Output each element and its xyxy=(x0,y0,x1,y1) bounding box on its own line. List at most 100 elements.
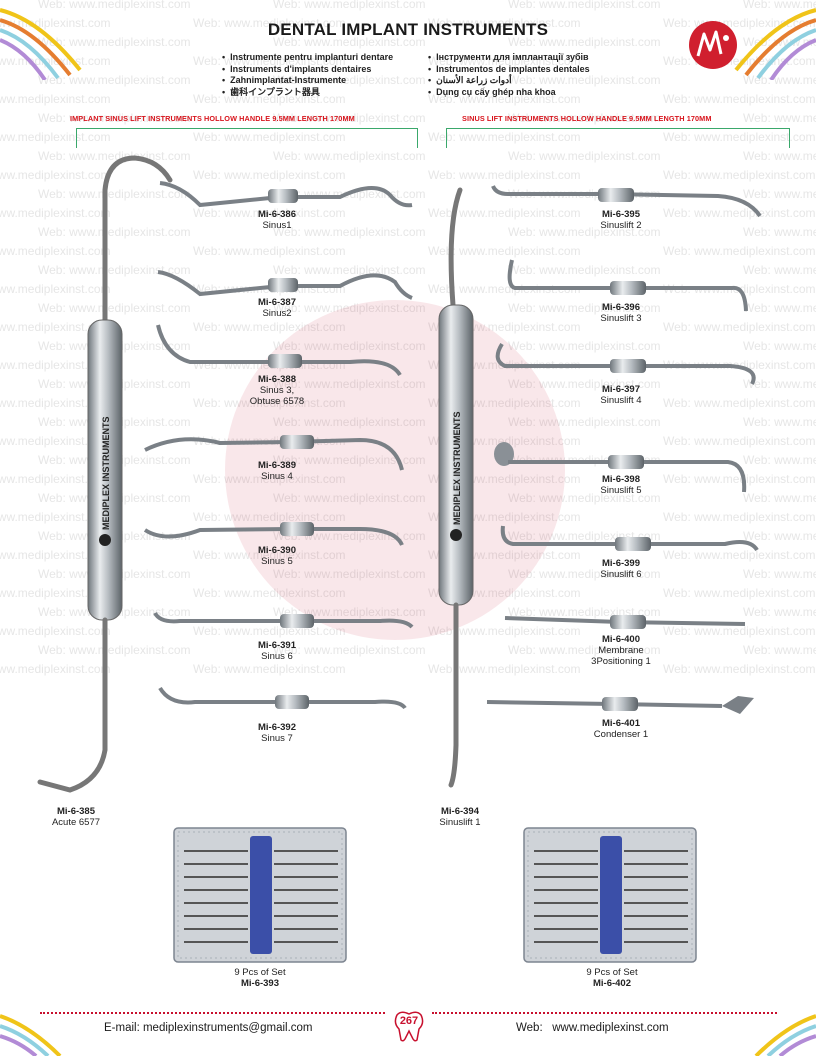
product-label-mi-6-389: Mi-6-389 Sinus 4 xyxy=(232,460,322,482)
watermark-text: Web: www.mediplexinst.com xyxy=(193,130,346,144)
watermark-text: Web: www.mediplexinst.com xyxy=(273,263,426,277)
footer-web-link[interactable]: www.mediplexinst.com xyxy=(552,1022,669,1034)
watermark-text: Web: www.mediplexinst.com xyxy=(0,434,111,448)
instrument-set-tray-mi-6-393 xyxy=(173,827,347,963)
watermark-text: Web: www.mediplexinst.com xyxy=(0,130,111,144)
product-code: Mi-6-390 xyxy=(257,545,296,556)
language-item: Zahnimplantat-Instrumente xyxy=(222,75,393,87)
watermark-text: Web: www.mediplexinst.com xyxy=(0,472,111,486)
language-item: Instruments d'implants dentaires xyxy=(222,64,393,76)
watermark-text: Web: www.mediplexinst.com xyxy=(743,339,816,353)
product-name: Sinus 7 xyxy=(261,733,293,744)
watermark-text: Web: www.mediplexinst.com xyxy=(663,472,816,486)
watermark-text: Web: www.mediplexinst.com xyxy=(193,662,346,676)
watermark-text: Web: www.mediplexinst.com xyxy=(663,244,816,258)
watermark-text: Web: www.mediplexinst.com xyxy=(663,358,816,372)
language-item: 歯科インプラント器具 xyxy=(222,87,393,99)
product-name: Sinus1 xyxy=(262,220,292,231)
watermark-text: Web: www.mediplexinst.com xyxy=(428,244,581,258)
watermark-text: Web: www.mediplexinst.com xyxy=(663,206,816,220)
watermark-text: Web: www.mediplexinst.com xyxy=(38,111,191,125)
watermark-text: Web: www.mediplexinst.com xyxy=(508,225,661,239)
watermark-text: Web: www.mediplexinst.com xyxy=(743,225,816,239)
watermark-text: Web: www.mediplexinst.com xyxy=(273,567,426,581)
watermark-text: Web: www.mediplexinst.com xyxy=(743,377,816,391)
product-label-mi-6-388: Mi-6-388 Sinus 3, Obtuse 6578 xyxy=(226,374,328,407)
watermark-text: Web: www.mediplexinst.com xyxy=(663,320,816,334)
corner-swoosh-top-right xyxy=(734,8,816,80)
watermark-text: Web: www.mediplexinst.com xyxy=(38,187,191,201)
footer-divider-right xyxy=(432,1012,777,1014)
handle-brand-text: MEDIPLEX INSTRUMENTS xyxy=(452,411,462,525)
watermark-text: Web: www.mediplexinst.com xyxy=(663,548,816,562)
watermark-text: Web: www.mediplexinst.com xyxy=(508,415,661,429)
product-name: Sinus 4 xyxy=(261,471,293,482)
watermark-text: Web: www.mediplexinst.com xyxy=(663,624,816,638)
product-label-mi-6-394: Mi-6-394 Sinuslift 1 xyxy=(420,806,500,828)
watermark-text: Web: www.mediplexinst.com xyxy=(663,130,816,144)
instrument-image-mi-6-391 xyxy=(153,611,414,629)
product-name: Condenser 1 xyxy=(593,729,649,740)
watermark-text: Web: www.mediplexinst.com xyxy=(273,301,426,315)
product-code: Mi-6-392 xyxy=(257,722,296,733)
section-title-left: IMPLANT SINUS LIFT INSTRUMENTS HOLLOW HA… xyxy=(70,114,355,123)
product-code: Mi-6-397 xyxy=(601,384,640,395)
product-label-mi-6-398: Mi-6-398 Sinuslift 5 xyxy=(576,474,666,496)
watermark-text: Web: www.mediplexinst.com xyxy=(0,510,111,524)
watermark-text: Web: www.mediplexinst.com xyxy=(193,548,346,562)
watermark-text: Web: www.mediplexinst.com xyxy=(38,149,191,163)
page-title: DENTAL IMPLANT INSTRUMENTS xyxy=(267,20,549,39)
watermark-text: Web: www.mediplexinst.com xyxy=(0,206,111,220)
watermark-text: Web: www.mediplexinst.com xyxy=(193,206,346,220)
watermark-text: Web: www.mediplexinst.com xyxy=(743,491,816,505)
watermark-text: Web: www.mediplexinst.com xyxy=(663,434,816,448)
watermark-text: Web: www.mediplexinst.com xyxy=(38,263,191,277)
corner-swoosh-bottom-left xyxy=(0,1014,62,1056)
watermark-text: Web: www.mediplexinst.com xyxy=(273,643,426,657)
product-name: Sinus 5 xyxy=(261,556,293,567)
product-code: Mi-6-399 xyxy=(601,558,640,569)
watermark-text: Web: www.mediplexinst.com xyxy=(38,225,191,239)
watermark-text: Web: www.mediplexinst.com xyxy=(508,567,661,581)
footer-web-label: Web: xyxy=(516,1022,543,1034)
instrument-image-mi-6-397 xyxy=(495,342,756,385)
product-label-mi-6-385: Mi-6-385 Acute 6577 xyxy=(36,806,116,828)
product-code: Mi-6-388 xyxy=(257,374,296,385)
product-label-mi-6-399: Mi-6-399 Sinuslift 6 xyxy=(576,558,666,580)
watermark-text: Web: www.mediplexinst.com xyxy=(273,35,426,49)
product-label-mi-6-391: Mi-6-391 Sinus 6 xyxy=(232,640,322,662)
watermark-text: Web: www.mediplexinst.com xyxy=(193,586,346,600)
instrument-image-mi-6-394: MEDIPLEX INSTRUMENTS xyxy=(438,187,474,788)
product-code: Mi-6-391 xyxy=(257,640,296,651)
product-label-mi-6-390: Mi-6-390 Sinus 5 xyxy=(232,545,322,567)
watermark-text: Web: www.mediplexinst.com xyxy=(508,339,661,353)
watermark-text: Web: www.mediplexinst.com xyxy=(0,282,111,296)
watermark-text: Web: www.mediplexinst.com xyxy=(0,396,111,410)
watermark-text: Web: www.mediplexinst.com xyxy=(273,225,426,239)
watermark-text: Web: www.mediplexinst.com xyxy=(273,377,426,391)
product-name: Sinuslift 4 xyxy=(600,395,642,406)
product-code: Mi-6-389 xyxy=(257,460,296,471)
product-name: Sinuslift 3 xyxy=(600,313,642,324)
product-name: Sinuslift 2 xyxy=(600,220,642,231)
product-label-mi-6-402: 9 Pcs of Set Mi-6-402 xyxy=(562,967,662,989)
watermark-text: Web: www.mediplexinst.com xyxy=(743,605,816,619)
product-name: Sinus 3, xyxy=(259,385,295,396)
watermark-text: Web: www.mediplexinst.com xyxy=(38,301,191,315)
footer-email: E-mail: mediplexinstruments@gmail.com xyxy=(104,1022,313,1034)
instrument-image-mi-6-385: MEDIPLEX INSTRUMENTS xyxy=(37,155,173,793)
corner-swoosh-top-left xyxy=(0,8,82,80)
watermark-text: Web: www.mediplexinst.com xyxy=(743,187,816,201)
product-name: 9 Pcs of Set xyxy=(586,967,638,978)
product-code: Mi-6-385 xyxy=(56,806,95,817)
product-name: Sinuslift 5 xyxy=(600,485,642,496)
watermark-text: Web: www.mediplexinst.com xyxy=(0,320,111,334)
page-number: 267 xyxy=(399,1015,419,1027)
footer-divider-left xyxy=(40,1012,385,1014)
watermark-text: Web: www.mediplexinst.com xyxy=(428,130,581,144)
product-code: Mi-6-401 xyxy=(601,718,640,729)
product-code: Mi-6-398 xyxy=(601,474,640,485)
instrument-image-mi-6-401 xyxy=(486,696,754,714)
watermark-text: Web: www.mediplexinst.com xyxy=(508,111,661,125)
